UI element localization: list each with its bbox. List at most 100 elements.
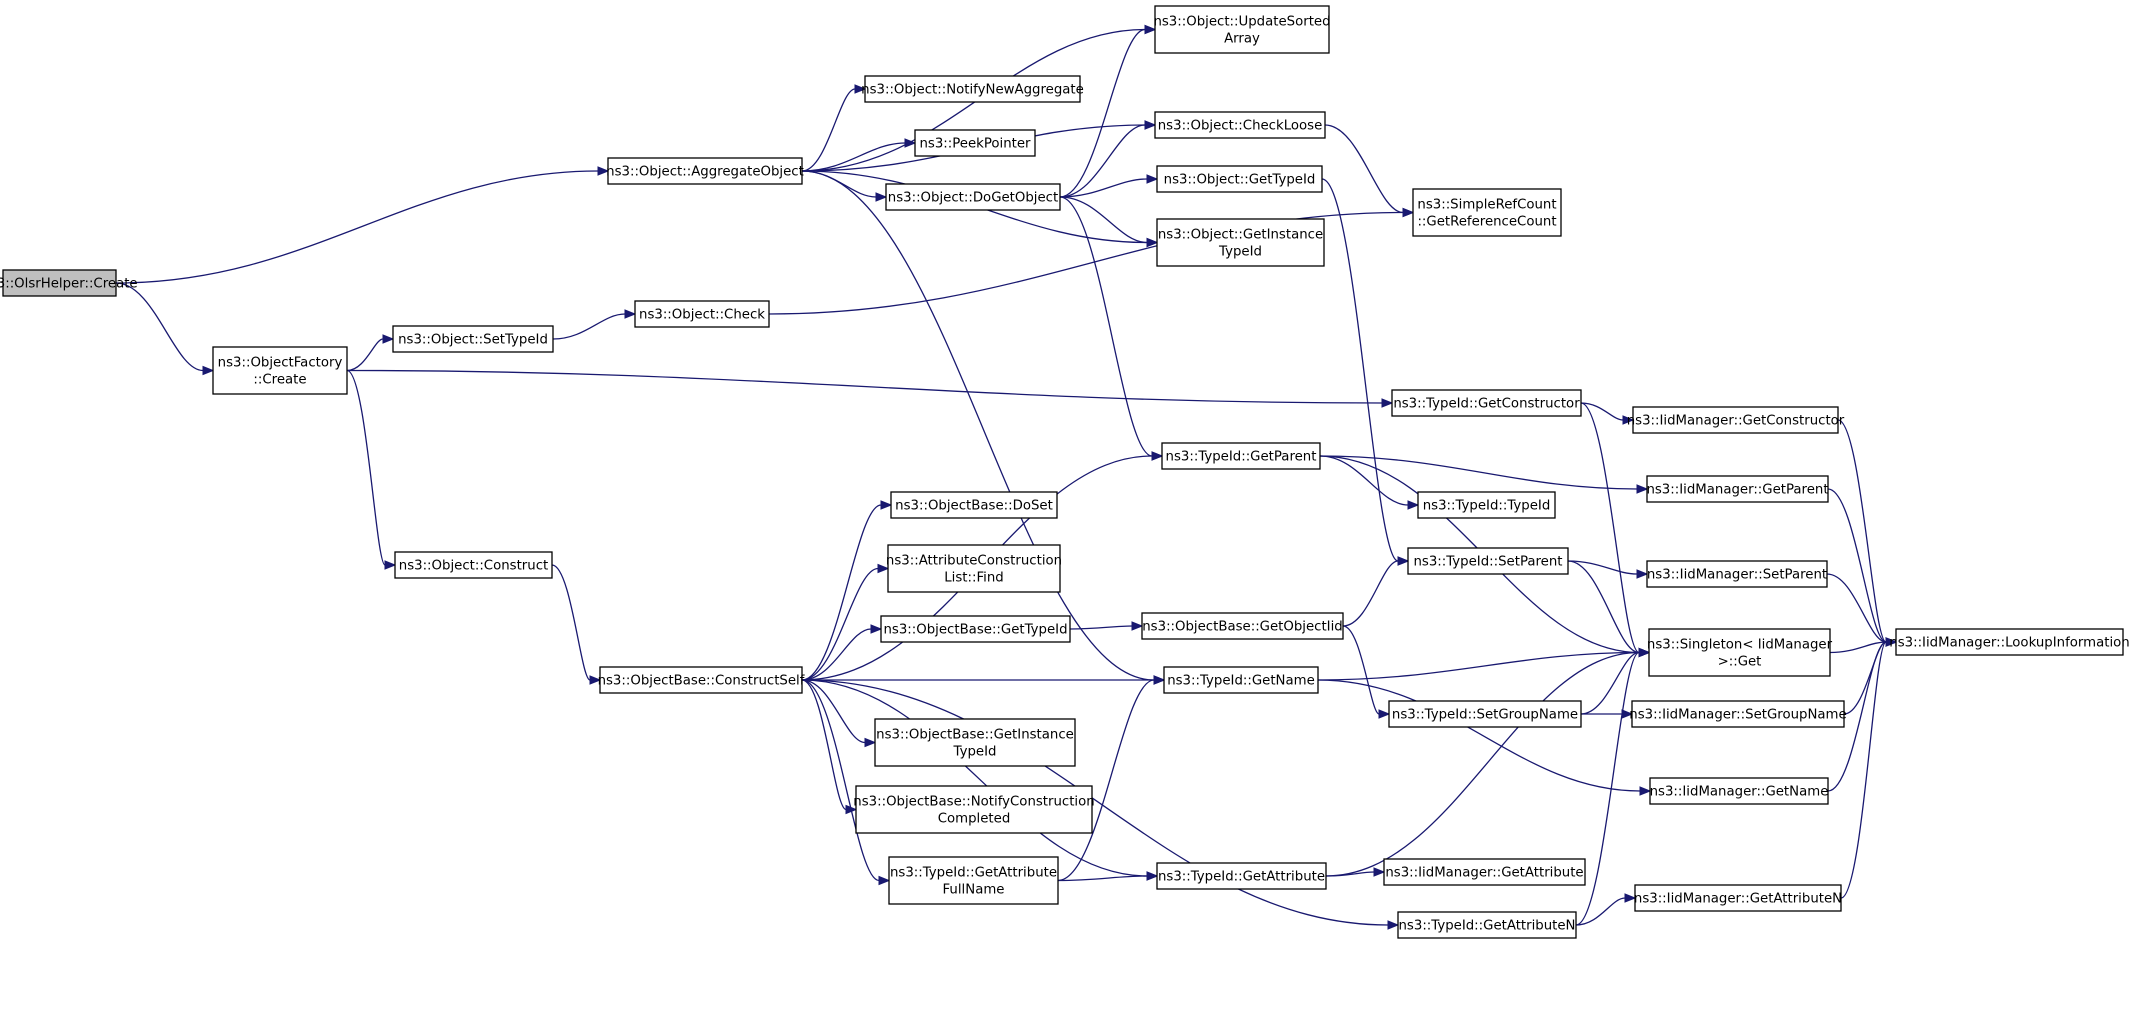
node-ns3-singleton-iidmanager-get[interactable]: ns3::Singleton< IidManager >::Get [1647,628,1833,677]
node-box [599,666,803,694]
node-ns3-iidmanager-lookupinformation[interactable]: ns3::IidManager::LookupInformation [1889,628,2130,656]
edge-line [801,679,1389,926]
node-box [1161,442,1321,470]
node-ns3-object-check[interactable]: ns3::Object::Check [634,300,770,328]
node-box [394,551,553,579]
node-ns3-iidmanager-setparent[interactable]: ns3::IidManager::SetParent [1646,560,1828,588]
node-ns3-objectfactory-create[interactable]: ns3::ObjectFactory::Create [212,346,348,395]
node-ns3-objectbase-doset[interactable]: ns3::ObjectBase::DoSet [890,491,1058,519]
node-ns3-olsrhelper-create[interactable]: ns3::OlsrHelper::Create [0,269,138,297]
node-label: ns3::Object::SetTypeId [398,332,548,347]
edge-n27-n28 [802,675,1166,685]
edge-n13-n25 [1580,402,1651,658]
node-ns3-simplerefcount-getreferencecount[interactable]: ns3::SimpleRefCount::GetReferenceCount [1412,188,1562,237]
node-label: ns3::IidManager::SetParent [1647,567,1827,582]
edge-line [552,313,626,340]
node-box [1163,666,1319,694]
node-ns3-typeid-getattributen[interactable]: ns3::TypeId::GetAttributeN [1397,911,1577,939]
node-label: ns3::OlsrHelper::Create [0,276,138,291]
edge-line [801,88,856,172]
node-ns3-object-notifynewaggregate[interactable]: ns3::Object::NotifyNewAggregate [861,75,1084,103]
node-ns3-object-checkloose[interactable]: ns3::Object::CheckLoose [1154,111,1326,139]
node-ns3-object-construct[interactable]: ns3::Object::Construct [394,551,553,579]
edge-line [1319,455,1409,506]
node-box [885,183,1061,211]
node-ns3-objectbase-notifyconstruction-completed[interactable]: ns3::ObjectBase::NotifyConstructionCompl… [853,785,1095,834]
node-ns3-objectbase-getobjectiid[interactable]: ns3::ObjectBase::GetObjectIid [1141,612,1344,640]
node-ns3-typeid-getname[interactable]: ns3::TypeId::GetName [1163,666,1319,694]
node-label: ns3::Object::Construct [399,558,548,573]
edge-n0-n1 [115,166,610,284]
edge-line [1580,402,1624,421]
edge-line [1069,625,1133,630]
edge-n18-n27 [551,564,602,685]
edge-n7-n10 [1324,124,1415,218]
edge-n34-n28 [1057,675,1166,882]
edge-line [1827,488,1887,643]
arrowhead [1397,556,1410,566]
node-ns3-typeid-typeid[interactable]: ns3::TypeId::TypeId [1417,491,1556,519]
node-ns3-object-settypeid[interactable]: ns3::Object::SetTypeId [392,325,554,353]
node-label: ns3::Object::CheckLoose [1158,118,1323,133]
node-ns3-iidmanager-getattributen[interactable]: ns3::IidManager::GetAttributeN [1634,884,1842,912]
node-label: ns3::Singleton< IidManager [1647,637,1833,652]
node-label: ns3::ObjectBase::DoSet [895,498,1053,513]
node-ns3-iidmanager-getparent[interactable]: ns3::IidManager::GetParent [1646,475,1829,503]
node-label: ::Create [253,372,306,387]
edge-line [1575,651,1640,926]
node-box [1397,911,1577,939]
node-ns3-object-dogetobject[interactable]: ns3::Object::DoGetObject [885,183,1061,211]
node-label: ns3::Object::UpdateSorted [1153,14,1330,29]
arrowhead [1153,675,1166,685]
node-ns3-iidmanager-setgroupname[interactable]: ns3::IidManager::SetGroupName [1629,700,1847,728]
node-ns3-object-gettypeid[interactable]: ns3::Object::GetTypeId [1156,165,1323,193]
edge-n2-n18 [346,369,397,570]
node-ns3-peekpointer[interactable]: ns3::PeekPointer [914,129,1036,157]
arrowhead [875,192,888,202]
node-label: ns3::IidManager::GetAttribute [1385,865,1583,880]
edge-n35-n25 [1325,647,1651,877]
node-ns3-typeid-getparent[interactable]: ns3::TypeId::GetParent [1161,442,1321,470]
edge-n38-n37 [1575,893,1637,926]
edge-n23-n24 [1069,621,1144,631]
edge-n28-n32 [1317,679,1652,796]
node-ns3-iidmanager-getconstructor[interactable]: ns3::IidManager::GetConstructor [1627,406,1845,434]
edge-n14-n26 [1837,419,1898,647]
arrowhead [202,365,215,376]
node-ns3-objectbase-constructself[interactable]: ns3::ObjectBase::ConstructSelf [598,666,805,694]
node-label: ns3::ObjectBase::NotifyConstruction [853,794,1094,809]
edge-n15-n16 [1319,455,1649,494]
node-label: ns3::IidManager::GetParent [1646,482,1828,497]
edge-line [115,170,599,284]
node-label: ns3::TypeId::TypeId [1423,498,1551,513]
edge-line [1059,28,1146,198]
node-ns3-typeid-getattribute[interactable]: ns3::TypeId::GetAttribute [1156,862,1327,890]
node-box [1895,628,2124,656]
node-label: Completed [938,811,1011,826]
node-ns3-objectbase-gettypeid[interactable]: ns3::ObjectBase::GetTypeId [880,615,1071,643]
node-ns3-object-aggregateobject[interactable]: ns3::Object::AggregateObject [606,157,804,185]
edge-n27-n38 [801,679,1400,930]
node-ns3-typeid-getconstructor[interactable]: ns3::TypeId::GetConstructor [1391,389,1582,417]
node-box [1646,475,1829,503]
edge-line [1059,196,1148,244]
node-box [1407,547,1569,575]
edge-n27-n20 [801,563,890,681]
node-ns3-iidmanager-getattribute[interactable]: ns3::IidManager::GetAttribute [1383,858,1586,886]
edge-n6-n9 [1059,196,1159,248]
arrowhead [1636,569,1649,579]
node-label: ns3::TypeId::GetAttribute [890,865,1057,880]
edge-line [1837,419,1887,643]
node-ns3-typeid-setgroupname[interactable]: ns3::TypeId::SetGroupName [1388,700,1582,728]
node-ns3-iidmanager-getname[interactable]: ns3::IidManager::GetName [1649,777,1829,805]
edge-n1-n28 [801,170,1166,685]
arrowhead [1381,398,1394,408]
edge-line [1567,560,1638,575]
node-ns3-typeid-setparent[interactable]: ns3::TypeId::SetParent [1407,547,1569,575]
node-label: ns3::Object::GetInstance [1158,227,1323,242]
